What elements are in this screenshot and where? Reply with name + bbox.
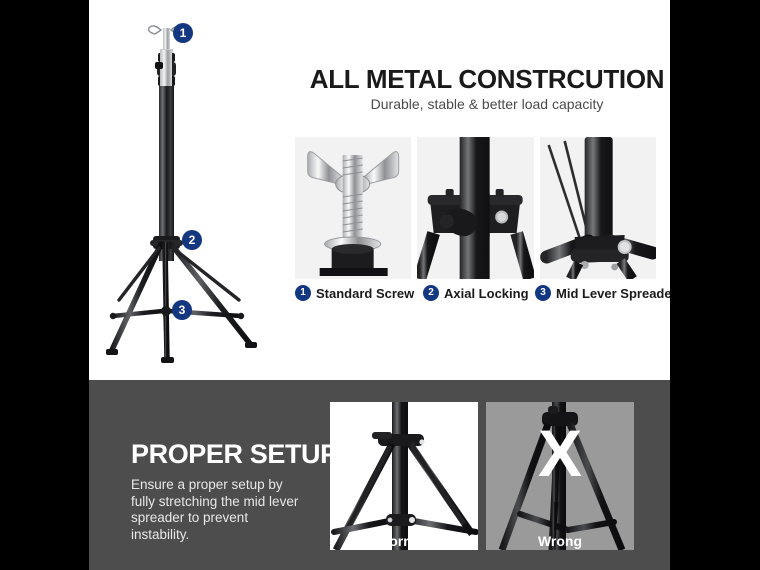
detail-panel-axial-locking (417, 137, 534, 279)
caption-label-1: Standard Screw (316, 285, 415, 301)
correct-example-image (330, 402, 478, 550)
infographic-stage: 1 2 3 ALL METAL CONSTRCUTION Durable, st… (89, 0, 670, 570)
wrong-example-image (486, 402, 634, 550)
hero-tripod-image (89, 0, 304, 380)
proper-setup-body: Ensure a proper setup by fully stretchin… (131, 477, 299, 542)
proper-setup-section: PROPER SETUP Ensure a proper setup by fu… (89, 380, 670, 570)
caption-badge-2: 2 (423, 285, 439, 301)
all-metal-construction-section: 1 2 3 ALL METAL CONSTRCUTION Durable, st… (89, 0, 670, 380)
wrong-label: Wrong (537, 533, 583, 549)
caption-label-2: Axial Locking (444, 285, 529, 301)
caption-mid-lever-spreader: 3 Mid Lever Spreader (535, 285, 670, 301)
proper-setup-title: PROPER SETUP (131, 439, 338, 469)
caption-label-3: Mid Lever Spreader (556, 285, 670, 301)
detail-caption-row: 1 Standard Screw 2 Axial Locking 3 Mid L… (295, 285, 670, 301)
section-headline: ALL METAL CONSTRCUTION (309, 64, 665, 94)
caption-badge-1: 1 (295, 285, 311, 301)
hero-badge-2: 2 (182, 230, 202, 250)
section-subheadline: Durable, stable & better load capacity (370, 96, 604, 112)
detail-panel-row (295, 137, 656, 279)
hero-badge-1: 1 (173, 23, 193, 43)
wrong-x-overlay-icon: X (537, 416, 583, 490)
caption-badge-3: 3 (535, 285, 551, 301)
caption-standard-screw: 1 Standard Screw (295, 285, 423, 301)
detail-panel-mid-lever-spreader (539, 137, 656, 279)
caption-axial-locking: 2 Axial Locking (423, 285, 535, 301)
correct-label: Correct (379, 533, 429, 549)
detail-panel-standard-screw (295, 137, 412, 279)
hero-badge-3: 3 (172, 300, 192, 320)
